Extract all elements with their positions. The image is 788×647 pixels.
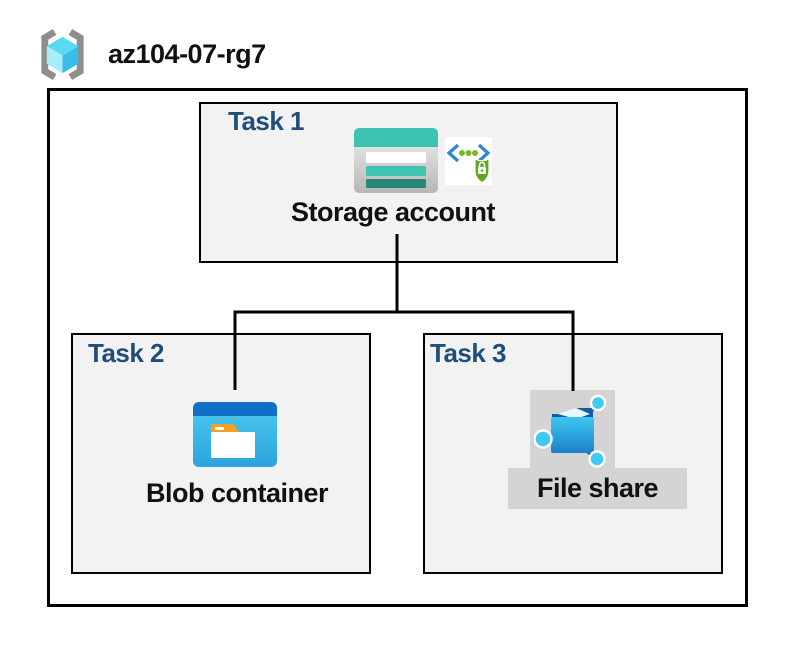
file-share-icon — [534, 394, 607, 468]
secure-access-icon — [445, 137, 492, 185]
resource-group-icon — [41, 28, 84, 81]
storage-account-icon — [354, 128, 438, 193]
file-share-label-background: File share — [508, 468, 687, 509]
task2-label: Task 2 — [88, 338, 165, 368]
resource-group-title: az104-07-rg7 — [108, 39, 266, 69]
storage-account-label: Storage account — [290, 197, 496, 227]
task3-label: Task 3 — [430, 338, 507, 368]
blob-container-icon — [193, 402, 277, 467]
task1-label: Task 1 — [228, 106, 305, 136]
file-share-label: File share — [536, 473, 659, 503]
blob-container-label: Blob container — [145, 478, 329, 508]
task2-box — [71, 333, 371, 574]
resource-group-header: az104-07-rg7 — [35, 27, 266, 82]
